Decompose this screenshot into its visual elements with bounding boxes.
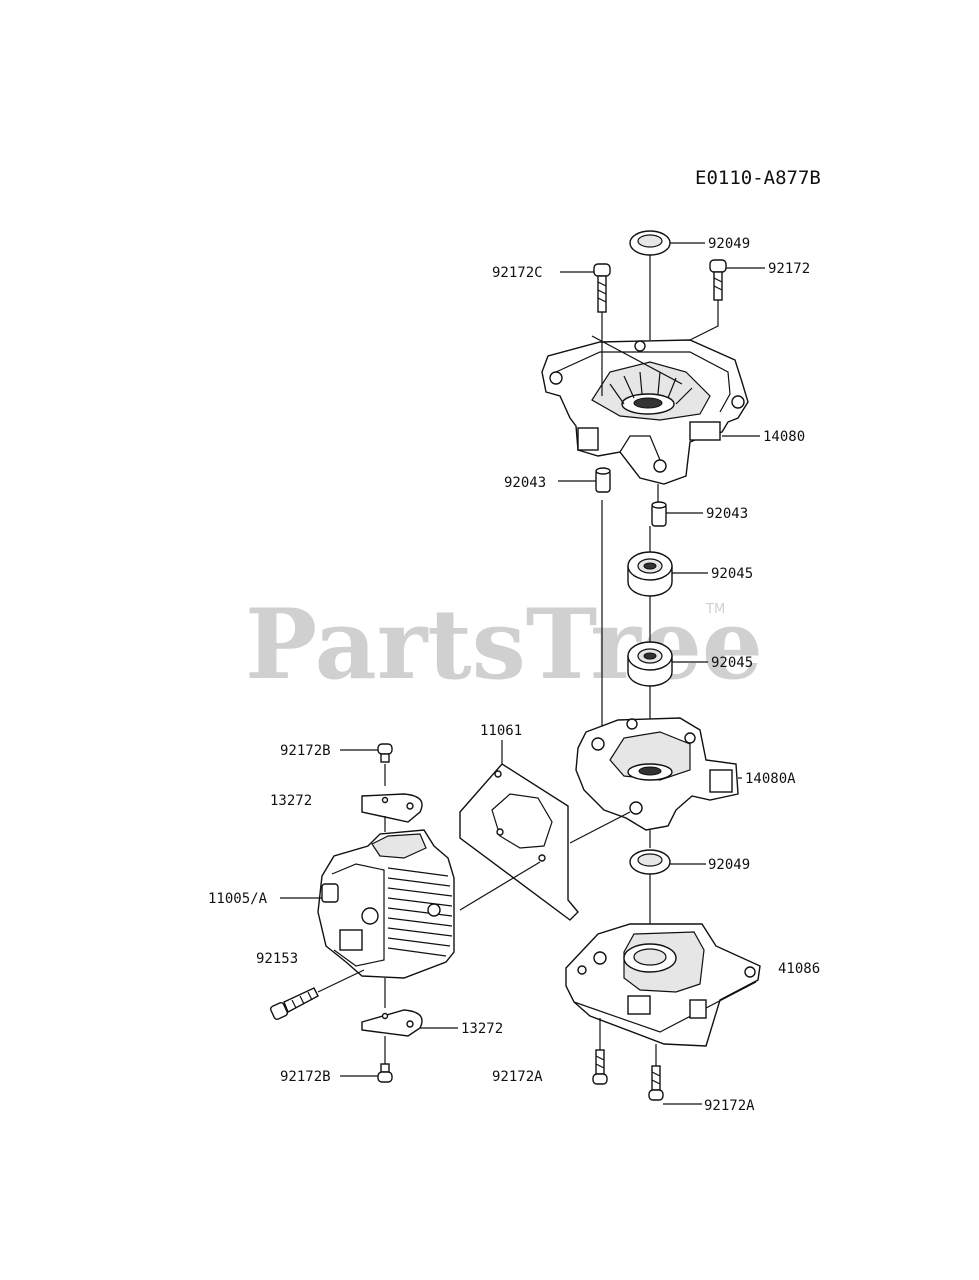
crankcase-14080[interactable] — [541, 339, 760, 485]
bolt-92153[interactable] — [269, 969, 365, 1021]
callout-92043-left[interactable]: 92043 — [504, 475, 546, 491]
plate-13272-bottom[interactable] — [361, 1009, 458, 1037]
callout-13272-bottom[interactable]: 13272 — [461, 1021, 503, 1037]
callout-92049-top[interactable]: 92049 — [708, 236, 750, 252]
callout-92172b-top[interactable]: 92172B — [280, 743, 331, 759]
callout-92045-bottom[interactable]: 92045 — [711, 655, 753, 671]
dowel-pin-92043-right[interactable] — [651, 501, 703, 527]
plate-13272-top[interactable] — [361, 793, 423, 823]
bolt-92172b-top[interactable] — [340, 743, 393, 786]
bolt-92172[interactable] — [709, 259, 765, 301]
callout-92172b-bottom[interactable]: 92172B — [280, 1069, 331, 1085]
seal-92049-top[interactable] — [629, 230, 705, 256]
bolt-92172a-right[interactable] — [648, 1044, 702, 1105]
gasket-11061[interactable] — [459, 740, 579, 921]
seal-92049-bottom[interactable] — [629, 849, 706, 875]
dowel-pin-92043-left[interactable] — [558, 467, 611, 493]
callout-11005a[interactable]: 11005/A — [208, 891, 268, 907]
callout-13272-top[interactable]: 13272 — [270, 793, 312, 809]
callout-41086[interactable]: 41086 — [778, 961, 820, 977]
bolt-92172b-bottom[interactable] — [340, 1063, 393, 1083]
callout-92043-right[interactable]: 92043 — [706, 506, 748, 522]
bearing-92045-top[interactable] — [627, 551, 708, 597]
callout-92172a-left[interactable]: 92172A — [492, 1069, 543, 1085]
bearing-92045-bottom[interactable] — [627, 641, 708, 687]
bolt-92172a-left[interactable] — [592, 1018, 608, 1085]
callout-92153[interactable]: 92153 — [256, 951, 298, 967]
crankcase-14080a[interactable] — [575, 717, 742, 831]
watermark-trademark: TM — [705, 602, 725, 617]
cylinder-11005a[interactable] — [280, 829, 455, 979]
callout-11061[interactable]: 11061 — [480, 723, 522, 739]
watermark-logo: PartsTree — [245, 588, 763, 701]
callout-92049-bottom[interactable]: 92049 — [708, 857, 750, 873]
bolt-92172c[interactable] — [560, 263, 611, 313]
callout-14080[interactable]: 14080 — [763, 429, 805, 445]
callout-92172[interactable]: 92172 — [768, 261, 810, 277]
diagram-code: E0110-A877B — [695, 167, 821, 189]
callout-92172c[interactable]: 92172C — [492, 265, 543, 281]
cover-41086[interactable] — [565, 923, 761, 1047]
callout-92045-top[interactable]: 92045 — [711, 566, 753, 582]
callout-14080a[interactable]: 14080A — [745, 771, 796, 787]
callout-92172a-right[interactable]: 92172A — [704, 1098, 755, 1114]
